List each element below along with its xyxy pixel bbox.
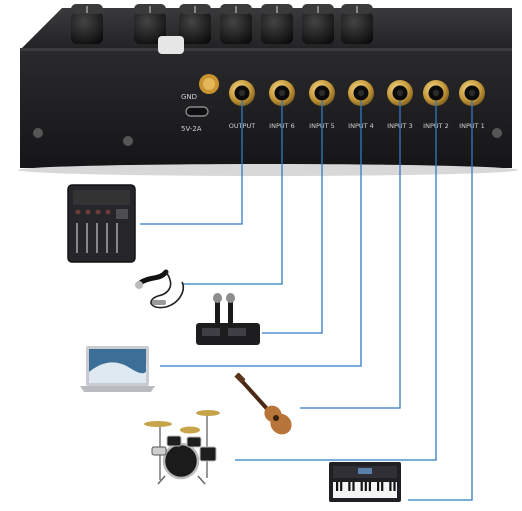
black-key [389, 482, 392, 491]
black-key [340, 482, 343, 491]
microphone-device [135, 269, 184, 309]
black-key [393, 482, 396, 491]
audio-jack[interactable] [229, 80, 255, 106]
volume-knob[interactable] [71, 4, 103, 44]
keyboard-device [329, 462, 401, 502]
screw-icon [123, 136, 133, 146]
power-button[interactable] [158, 36, 184, 54]
connection-line [182, 101, 283, 285]
gnd-label: GND [181, 93, 197, 101]
audio-jack[interactable] [309, 80, 335, 106]
audio-mixer-device [67, 184, 136, 263]
black-key [377, 482, 380, 491]
audio-jack[interactable] [387, 80, 413, 106]
black-key [368, 482, 371, 491]
audio-jack[interactable] [423, 80, 449, 106]
connection-line [262, 101, 323, 334]
volume-knob[interactable] [134, 4, 166, 44]
black-key [352, 482, 355, 491]
wireless-microphone-receiver-device [196, 293, 260, 345]
knob-row [71, 4, 373, 44]
black-key [360, 482, 363, 491]
connection-line [235, 101, 437, 461]
audio-jack[interactable] [348, 80, 374, 106]
black-key [336, 482, 339, 491]
connection-line [408, 101, 473, 501]
connection-lines [140, 101, 473, 501]
ground-screw[interactable] [199, 74, 219, 94]
drum-kit-device [144, 410, 220, 485]
volume-knob[interactable] [179, 4, 211, 44]
ukulele-device [234, 372, 292, 435]
screw-icon [33, 128, 43, 138]
connection-line [140, 101, 243, 225]
volume-knob[interactable] [341, 4, 373, 44]
connection-line [300, 101, 401, 409]
volume-knob[interactable] [302, 4, 334, 44]
laptop-device [80, 346, 155, 392]
black-key [381, 482, 384, 491]
connection-line [160, 101, 362, 367]
volume-knob[interactable] [261, 4, 293, 44]
usb-power-label: 5V-2A [181, 125, 202, 133]
volume-knob[interactable] [220, 4, 252, 44]
audio-jack[interactable] [269, 80, 295, 106]
black-key [364, 482, 367, 491]
black-key [348, 482, 351, 491]
usb-c-port[interactable] [185, 106, 209, 117]
screw-icon [492, 128, 502, 138]
audio-jack[interactable] [459, 80, 485, 106]
